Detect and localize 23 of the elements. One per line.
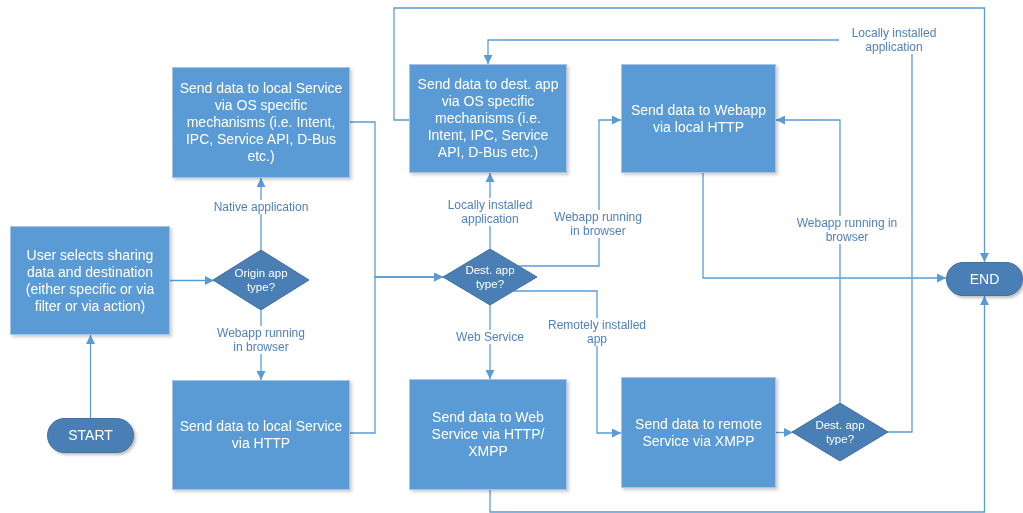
process-box: Send data to local Service via OS specific mechanisms (i.e. Intent, IPC, Service API, D-Bus etc.): [172, 67, 350, 178]
arrow: [483, 39, 913, 433]
process-box: User selects sharing data and destination (either specific or via filter or via action): [10, 226, 170, 335]
decision-diamond: Dest. app type?: [443, 249, 537, 305]
terminal-pill: START: [47, 418, 134, 453]
decision-diamond: Origin app type?: [213, 250, 309, 310]
arrow: [702, 172, 947, 283]
process-box: Send data to Web Service via HTTP/ XMPP: [409, 379, 567, 490]
arrow: [775, 115, 841, 404]
process-box: Send data to Webapp via local HTTP: [621, 64, 776, 173]
edge-label: Native application: [211, 200, 311, 214]
process-box: Send data to local Service via HTTP: [172, 380, 350, 490]
arrow: [169, 276, 215, 285]
decision-diamond: Dest. app type?: [792, 403, 888, 461]
arrow: [393, 7, 989, 263]
process-box: Send data to dest. app via OS specific mechanisms (i.e. Intent, IPC, Service API, D-Bus etc.): [409, 64, 567, 173]
arrow: [775, 428, 794, 437]
process-box: Send data to remote Service via XMPP: [621, 377, 776, 488]
arrow: [86, 334, 95, 419]
arrow: [489, 295, 989, 513]
terminal-pill: END: [946, 262, 1023, 296]
edge-label: Web Service: [454, 330, 526, 344]
arrow: [349, 272, 444, 434]
